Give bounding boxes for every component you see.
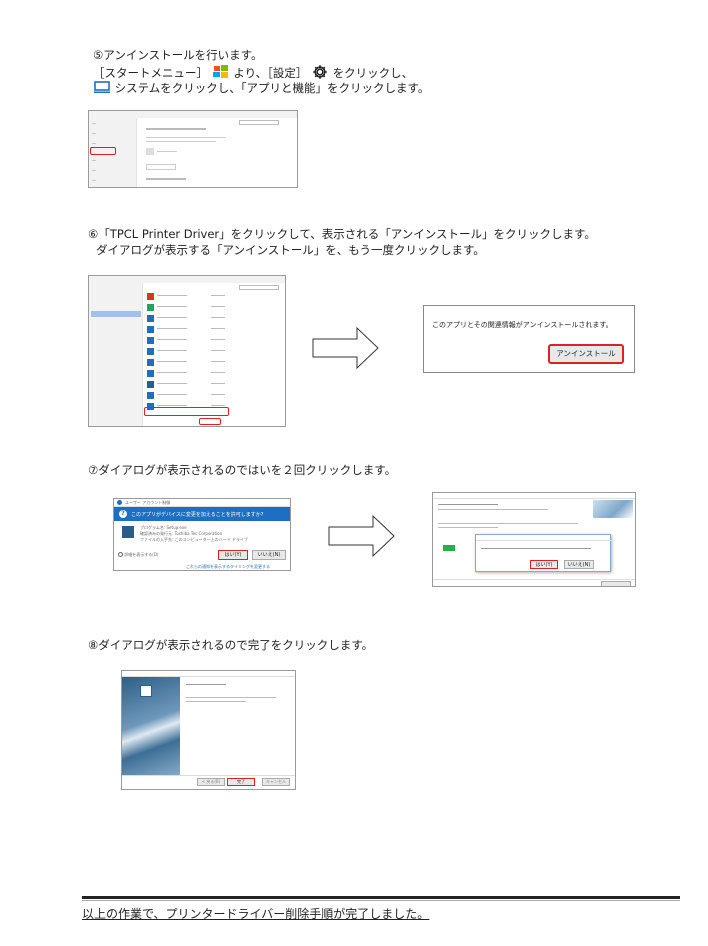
confirm-dialog: はい(Y) いいえ(N): [475, 534, 612, 572]
finish-cancel-button[interactable]: キャンセル: [262, 778, 290, 786]
finish-complete-button[interactable]: 完了: [227, 778, 255, 786]
apps-features-highlight: [90, 147, 116, 155]
finish-back-button[interactable]: < 戻る(B): [197, 778, 225, 786]
tpcl-driver-row-highlight: [144, 407, 229, 416]
uac-publisher: 確認済みの発行元: Toshiba Tec Corporation: [140, 531, 223, 536]
apps-list-screenshot: [88, 275, 286, 427]
uninstall-confirm-button[interactable]: アンインストール: [548, 344, 624, 364]
footer-rule-shadow: [82, 900, 680, 901]
step6-line2: ダイアログが表示する「アンインストール」を、もう一度クリックします。: [96, 243, 485, 257]
confirm-yes-button[interactable]: はい(Y): [530, 560, 558, 569]
uninstall-confirm-popup: このアプリとその関連情報がアンインストールされます。 アンインストール: [423, 305, 635, 373]
installer-cancel-button[interactable]: [601, 581, 631, 586]
uninstall-confirm-text: このアプリとその関連情報がアンインストールされます。: [432, 321, 613, 329]
apps-sidebar: [89, 283, 143, 426]
step5-line3: システムをクリックし、「アプリと機能」をクリックします。: [93, 81, 429, 96]
uac-title: ユーザー アカウント制御: [125, 500, 171, 505]
uac-program: プログラム名: Setup.exe: [140, 525, 187, 530]
system-display-icon: [93, 81, 111, 94]
settings-titlebar: [89, 111, 297, 118]
uac-origin: ファイルの入手先: このコンピューター上のハード ドライブ: [140, 537, 248, 542]
step7-line1: ⑦ダイアログが表示されるのではいを２回クリックします。: [88, 463, 397, 477]
progress-bar-fill: [443, 545, 455, 551]
right-arrow-icon: [312, 326, 379, 370]
settings-search-box: [239, 120, 279, 125]
uac-details-toggle[interactable]: 詳細を表示する(D): [118, 552, 158, 557]
finish-installer-icon: [140, 685, 152, 697]
installer-banner-graphic: [593, 500, 633, 518]
question-icon: ?: [119, 510, 127, 518]
apps-sidebar-selected: [91, 311, 141, 317]
uac-shield-icon: [117, 500, 122, 505]
windows-start-icon: [212, 65, 230, 79]
footer-rule: [82, 896, 680, 899]
uac-dialog-screenshot: ユーザー アカウント制御 ? このアプリがデバイスに変更を加えることを許可します…: [113, 498, 291, 571]
confirm-no-button[interactable]: いいえ(N): [564, 560, 594, 569]
settings-sidebar: [89, 118, 137, 187]
uninstall-button-highlight: [199, 418, 221, 425]
step5-line2: ［スタートメニュー］ より、［設定］ をクリックし、: [93, 64, 413, 81]
settings-gear-icon: [311, 64, 329, 80]
step5-line1: ⑤アンインストールを行います。: [93, 48, 263, 62]
step5-line3-text: システムをクリックし、「アプリと機能」をクリックします。: [114, 81, 430, 95]
uac-no-button[interactable]: いいえ(N): [252, 550, 286, 560]
uac-question: このアプリがデバイスに変更を加えることを許可しますか?: [131, 512, 264, 518]
step5-line2-start: ［スタートメニュー］: [93, 66, 208, 80]
uac-yes-button[interactable]: はい(Y): [218, 550, 248, 560]
step8-line1: ⑧ダイアログが表示されるので完了をクリックします。: [88, 638, 374, 652]
settings-window-screenshot: — — — — — —: [88, 110, 298, 188]
step6-line1: ⑥「TPCL Printer Driver」をクリックして、表示される「アンイン…: [88, 227, 596, 241]
footer-completion-text: 以上の作業で、プリンタードライバー削除手順が完了しました。: [82, 907, 430, 921]
right-arrow-icon: [328, 514, 395, 558]
installer-icon: [122, 526, 134, 538]
uac-settings-link[interactable]: これらの通知を表示するタイミングを変更する: [186, 564, 270, 569]
installer-confirm-screenshot: はい(Y) いいえ(N): [432, 492, 636, 587]
finish-wizard-screenshot: < 戻る(B) 完了 キャンセル: [121, 670, 296, 790]
step5-line2-end: をクリックし、: [332, 66, 414, 80]
step5-line2-mid: より、［設定］: [233, 66, 308, 80]
